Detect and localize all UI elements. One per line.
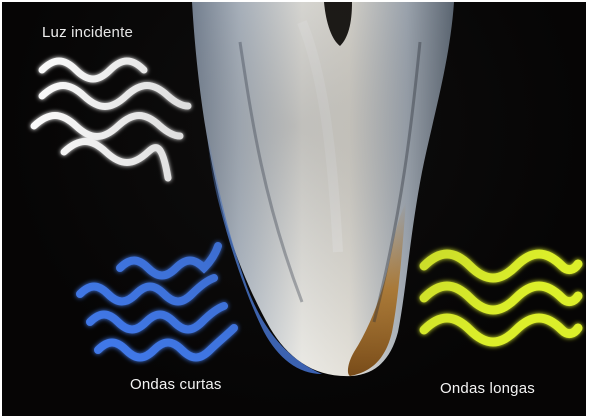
- blue-short-wave-lines-icon: [80, 246, 234, 358]
- white-wave-lines-icon: [34, 61, 188, 178]
- illustration-frame: Luz incidente Ondas curtas Ondas longas: [2, 2, 586, 416]
- yellow-long-wave-lines-icon: [424, 254, 578, 342]
- incident-light-label: Luz incidente: [42, 24, 133, 41]
- short-waves-label: Ondas curtas: [130, 376, 222, 393]
- tooth-crown: [192, 2, 454, 376]
- long-waves-label: Ondas longas: [440, 380, 535, 397]
- tooth-image: [2, 2, 586, 416]
